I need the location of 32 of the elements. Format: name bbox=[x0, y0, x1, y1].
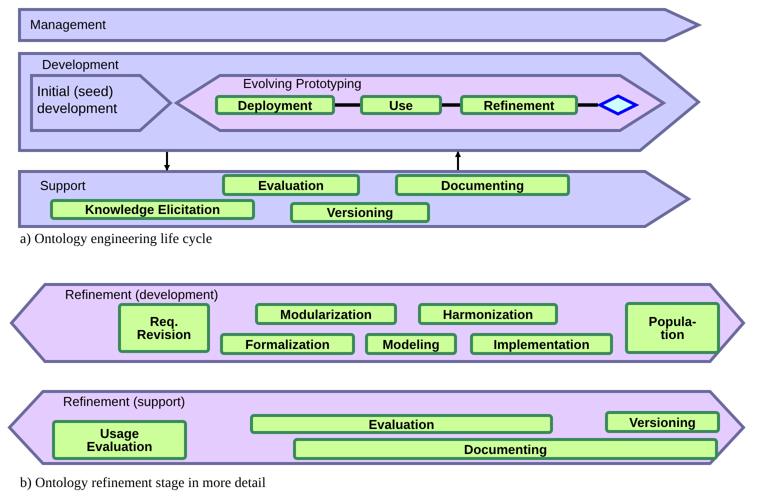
figure-caption: a) Ontology engineering life cycle bbox=[20, 232, 212, 248]
arrow bbox=[455, 151, 461, 170]
activity-box: Implementation bbox=[470, 333, 613, 355]
connector-line bbox=[335, 103, 360, 107]
activity-box: Documenting bbox=[293, 438, 718, 460]
activity-box: Formalization bbox=[220, 333, 355, 355]
activity-box: Documenting bbox=[395, 174, 570, 196]
activity-box: Versioning bbox=[605, 411, 720, 433]
connector-line bbox=[578, 103, 598, 107]
activity-box: Evaluation bbox=[250, 414, 553, 434]
activity-box: Deployment bbox=[215, 95, 335, 115]
activity-box: Refinement bbox=[460, 95, 578, 115]
activity-box: Knowledge Elicitation bbox=[50, 199, 255, 220]
activity-box: Use bbox=[360, 95, 442, 115]
stage-label: Initial (seed) development bbox=[37, 83, 118, 117]
band-title: Development bbox=[42, 57, 119, 72]
activity-box: Modularization bbox=[255, 303, 397, 325]
band-title: Support bbox=[40, 178, 86, 193]
band-title: Evolving Prototyping bbox=[243, 76, 362, 91]
band-title: Refinement (development) bbox=[65, 287, 218, 302]
activity-box: Popula- tion bbox=[625, 302, 720, 354]
figure-caption: b) Ontology refinement stage in more detail bbox=[20, 476, 266, 492]
connector-line bbox=[442, 103, 460, 107]
activity-box: Usage Evaluation bbox=[52, 420, 187, 460]
activity-box: Harmonization bbox=[418, 303, 558, 325]
activity-box: Modeling bbox=[365, 333, 457, 355]
band-title: Refinement (support) bbox=[63, 394, 186, 409]
stage-label: Management bbox=[30, 17, 106, 32]
activity-box: Versioning bbox=[290, 202, 430, 223]
activity-box: Evaluation bbox=[222, 174, 360, 196]
arrow bbox=[164, 152, 170, 171]
activity-box: Req. Revision bbox=[118, 303, 210, 353]
